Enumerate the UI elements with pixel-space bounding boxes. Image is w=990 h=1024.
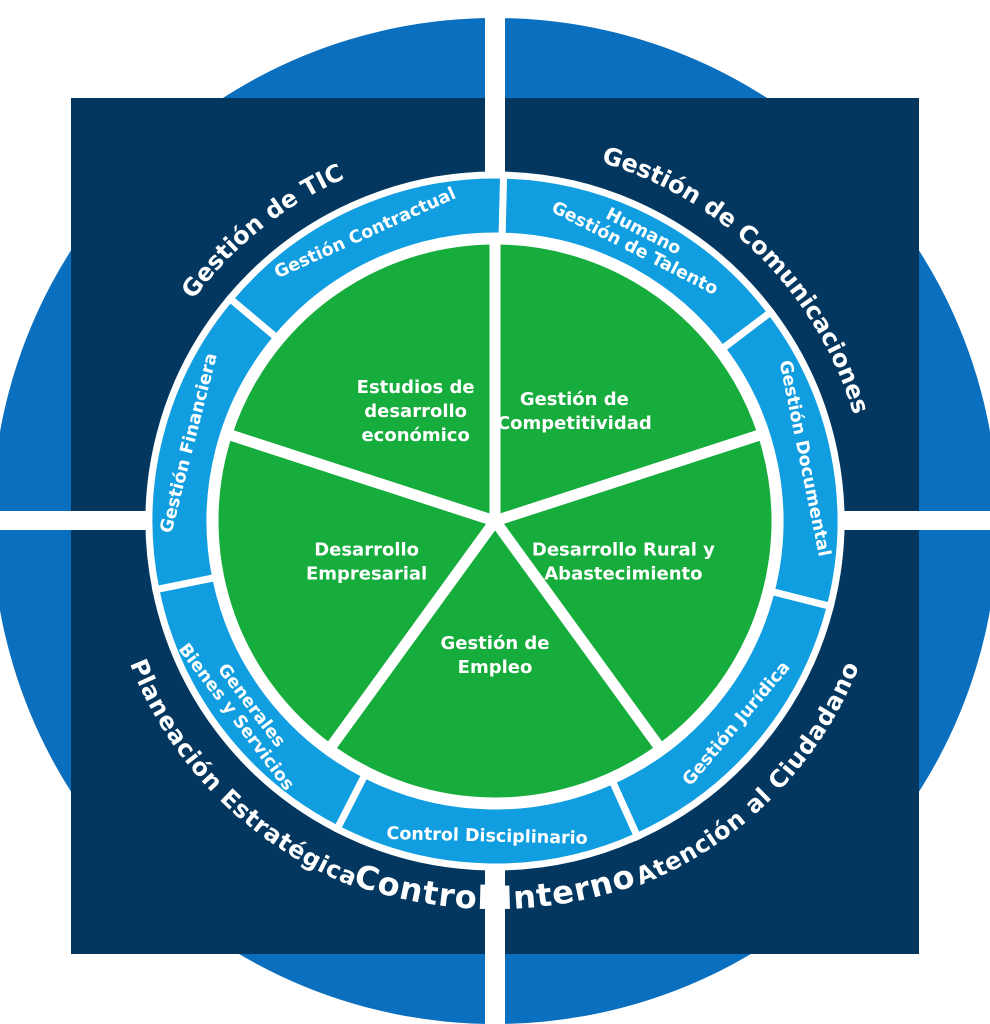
mission-process-pie — [207, 233, 783, 809]
core-label: desarrollo — [364, 401, 467, 422]
core-label: económico — [361, 425, 469, 446]
core-label: Desarrollo — [314, 540, 419, 561]
core-label: Competitividad — [497, 413, 652, 434]
core-slice — [323, 515, 667, 809]
core-label: Empleo — [458, 657, 533, 678]
core-label: Empresarial — [306, 564, 427, 585]
core-slice — [489, 428, 783, 755]
core-label: Desarrollo Rural y — [532, 540, 715, 561]
core-label: Gestión de — [440, 633, 549, 654]
core-label: Abastecimiento — [544, 564, 702, 585]
core-label: Estudios de — [357, 377, 475, 398]
support-process-ring — [145, 171, 845, 871]
core-slice — [221, 233, 501, 527]
core-label: Gestión de — [520, 389, 629, 410]
core-slice — [207, 428, 501, 755]
